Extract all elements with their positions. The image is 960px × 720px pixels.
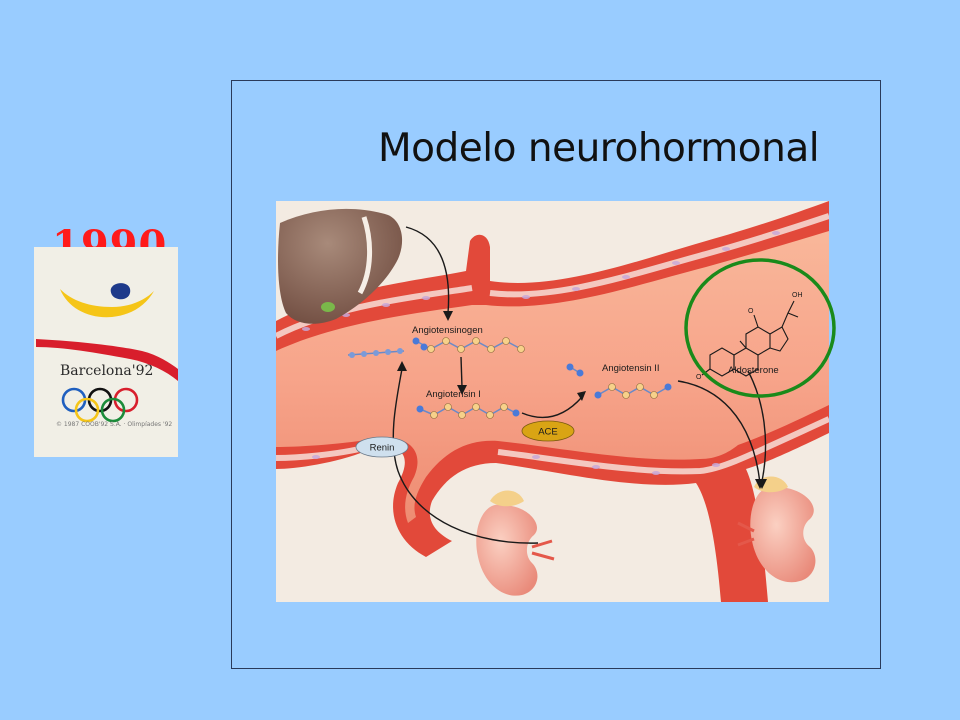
poster-city-label: Barcelona'92 xyxy=(60,363,154,379)
vessel-wall-stripe xyxy=(497,416,829,475)
renin-chain-fragment xyxy=(347,348,405,358)
endothelial-cells xyxy=(302,231,780,475)
slide-title: Modelo neurohormonal xyxy=(378,126,820,171)
angiotensin-2-molecule xyxy=(594,383,672,399)
angiotensin-1-label: Angiotensin I xyxy=(426,389,481,400)
ace-label: ACE xyxy=(538,427,558,438)
angiotensin-1-molecule xyxy=(416,403,520,419)
renin-badge xyxy=(355,436,409,458)
aldosterone-highlight-circle xyxy=(684,258,836,398)
liver-lobe-line xyxy=(357,216,373,295)
olympic-logo-icon xyxy=(36,283,178,423)
olympic-poster: Barcelona'92 © 1987 COOB'92 S.A. · Olimp… xyxy=(34,247,178,457)
vessel-wall-stripe xyxy=(489,213,829,298)
aldosterone-structure-icon xyxy=(701,300,799,377)
angiotensinogen-molecule xyxy=(412,337,525,353)
arrow-heads xyxy=(397,311,767,489)
aldosterone-label: Aldosterone xyxy=(728,365,779,376)
angiotensin-2-label: Angiotensin II xyxy=(602,363,660,374)
aldosterone-oh: OH xyxy=(792,292,803,299)
dipeptide-fragment xyxy=(566,363,584,377)
aldosterone-o-left: O xyxy=(696,374,702,381)
content-frame xyxy=(231,80,881,669)
angiotensinogen-label: Angiotensinogen xyxy=(412,325,483,336)
renin-label: Renin xyxy=(370,443,395,454)
vessel-wall-stripe xyxy=(276,285,473,339)
ace-badge xyxy=(521,420,575,442)
pathway-arrows xyxy=(392,226,767,544)
gallbladder xyxy=(321,302,335,312)
poster-credit: © 1987 COOB'92 S.A. · Olimpíades '92 xyxy=(56,421,173,428)
aldosterone-o-top: O xyxy=(748,308,754,315)
kidney-left xyxy=(476,490,555,596)
